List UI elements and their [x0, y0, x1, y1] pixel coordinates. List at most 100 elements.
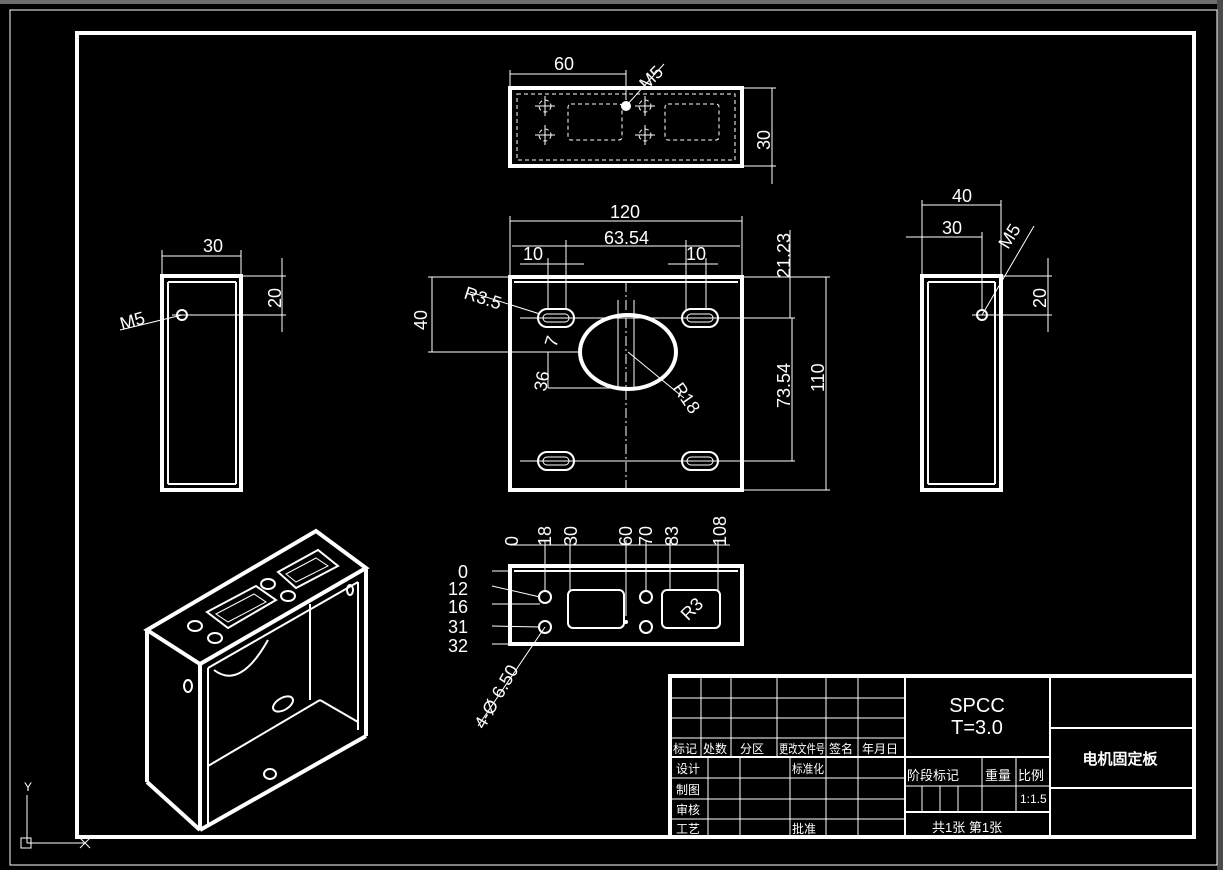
tb-header-mark: 标记 [673, 742, 697, 756]
top-view-cutout-left [567, 103, 623, 141]
tb-header-count: 处数 [703, 741, 727, 756]
sheet-outer-border [9, 9, 1218, 866]
isometric-view[interactable] [143, 528, 370, 832]
tb-sheets: 共1张 第1张 [932, 820, 1002, 835]
dim-front-63-54: 63.54 [604, 228, 649, 248]
dim-front-21-23: 21.23 [774, 233, 794, 278]
top-view[interactable]: 60 M5 30 [508, 54, 776, 184]
dim-left-m5: M5 [118, 308, 148, 334]
tb-role-review: 审核 [676, 802, 700, 817]
iso-hole [263, 768, 277, 780]
iso-hole [280, 590, 296, 602]
iso-hole [187, 620, 203, 632]
bottom-view[interactable]: 0 18 30 60 70 83 108 0 12 16 31 32 R3 4-… [448, 516, 744, 732]
leader-m5 [119, 314, 183, 331]
dim-front-120: 120 [610, 202, 640, 222]
ucs-icon: Y [20, 780, 91, 849]
ord-x-18: 18 [535, 526, 555, 546]
iso-inner-edge [207, 699, 321, 767]
tb-header-zone: 分区 [740, 742, 764, 756]
title-block[interactable]: 标记 处数 分区 更改文件号 签名 年月日 设计 制图 审核 工艺 标准化 批准… [668, 674, 1196, 839]
iso-inner-edge [319, 699, 359, 723]
dim-left-20: 20 [265, 288, 285, 308]
ord-y-0: 0 [458, 562, 468, 582]
tb-material: SPCC [949, 695, 1005, 717]
ucs-x-mark [79, 837, 91, 849]
bottom-view-r3: R3 [677, 594, 707, 624]
ord-x-30: 30 [561, 526, 581, 546]
dim-front-10-right: 10 [686, 244, 706, 264]
dim-front-40: 40 [411, 310, 431, 330]
bottom-view-hole-3 [639, 590, 653, 604]
ord-x-108: 108 [710, 516, 730, 546]
ord-y-16: 16 [448, 597, 468, 617]
dim-right-30: 30 [942, 218, 962, 238]
dim-front-36: 36 [530, 369, 553, 392]
tb-role-process: 工艺 [676, 822, 700, 836]
front-view[interactable]: 120 63.54 10 10 21.23 73.54 110 40 R3.5 … [411, 202, 830, 492]
tb-stage-mark: 阶段标记 [907, 768, 959, 783]
leader-r18 [627, 351, 685, 399]
tb-role-design: 设计 [676, 762, 700, 776]
tb-role-draw: 制图 [676, 783, 700, 797]
iso-hole [260, 578, 276, 590]
iso-cutout-1 [205, 584, 278, 630]
iso-hole [207, 632, 223, 644]
dim-right-m5: M5 [994, 220, 1024, 252]
iso-side-hole [346, 584, 354, 596]
tb-header-sign: 签名 [829, 741, 853, 756]
bottom-view-point [624, 620, 628, 624]
tb-ratio: 比例 [1018, 768, 1044, 783]
ord-leader [491, 625, 541, 628]
ord-x-70: 70 [636, 526, 656, 546]
left-view-outline [160, 274, 243, 492]
bottom-view-cutout-right [661, 589, 721, 629]
dim-top-30: 30 [754, 130, 774, 150]
top-view-cutout-right [664, 103, 720, 141]
dim-right-40: 40 [952, 186, 972, 206]
ord-x-83: 83 [662, 526, 682, 546]
ord-y-12: 12 [448, 579, 468, 599]
left-view[interactable]: 30 20 M5 [118, 236, 286, 492]
ucs-y-label: Y [24, 780, 32, 794]
iso-top-face [143, 528, 370, 667]
iso-edge [199, 734, 367, 832]
iso-cutout-1-inner [215, 593, 267, 623]
iso-slot [272, 695, 294, 713]
ord-leader [491, 585, 541, 598]
dim-left-30: 30 [203, 236, 223, 256]
dim-front-73-54: 73.54 [774, 363, 794, 408]
tb-header-date: 年月日 [862, 742, 898, 756]
bottom-view-hole-1 [538, 590, 552, 604]
tb-approve: 批准 [792, 821, 816, 836]
leader-m5 [981, 225, 1035, 316]
iso-cutout-2 [276, 548, 340, 590]
dim-front-r3-5: R3.5 [462, 283, 504, 314]
dim-front-r18: R18 [669, 379, 704, 418]
sheet-inner-border [75, 31, 1196, 839]
ord-x-0: 0 [502, 536, 522, 546]
leader-m5 [625, 63, 665, 107]
tb-header-change-doc: 更改文件号 [779, 741, 825, 756]
window-top-bar [0, 0, 1223, 4]
right-view[interactable]: 40 30 20 M5 [906, 186, 1052, 492]
iso-cutout-2-inner [285, 557, 329, 583]
iso-motor-arc [213, 639, 269, 677]
dim-front-110: 110 [808, 363, 828, 392]
leader-4-holes [477, 626, 546, 727]
dim-top-60: 60 [554, 54, 574, 74]
right-view-outline [920, 274, 1003, 492]
iso-inner-edge [207, 581, 359, 669]
tb-standardization: 标准化 [792, 762, 824, 776]
tb-weight: 重量 [985, 768, 1011, 783]
window-right-edge [1217, 0, 1223, 870]
bottom-view-hole-4 [639, 620, 653, 634]
ord-y-32: 32 [448, 636, 468, 656]
bottom-view-4-holes: 4-Ø 6.50 [470, 661, 522, 732]
tb-scale: 1:1.5 [1020, 792, 1047, 806]
leader-r3-5 [469, 291, 541, 315]
iso-edge [145, 780, 202, 832]
iso-side-hole [183, 679, 193, 693]
tb-drawing-title: 电机固定板 [1082, 750, 1158, 768]
